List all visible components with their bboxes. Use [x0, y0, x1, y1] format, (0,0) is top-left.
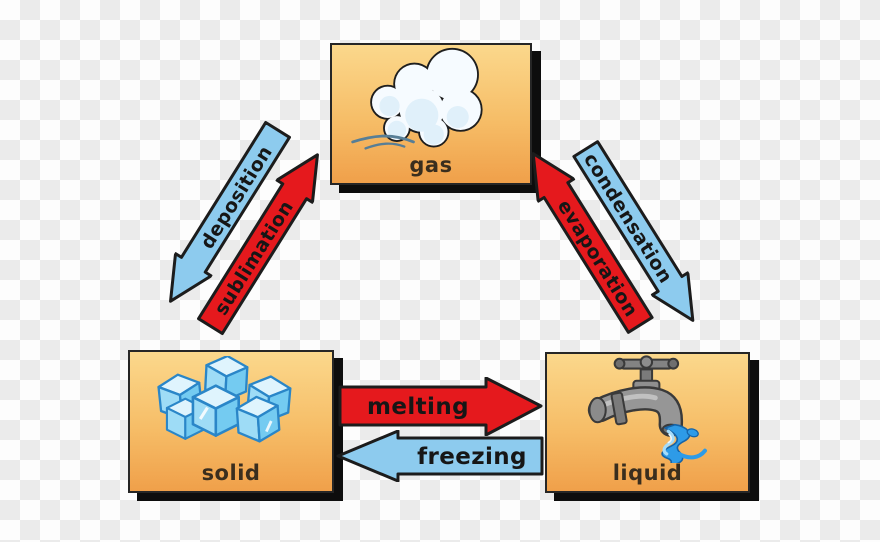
deposition-arrow-shape: [169, 120, 291, 303]
liquid-label: liquid: [612, 461, 683, 485]
solid-icon-area: [130, 352, 332, 463]
solid-gas-arrow-pair: deposition sublimation: [150, 116, 337, 341]
melting-arrow-shape: [338, 377, 543, 436]
freezing-arrow: freezing: [336, 430, 544, 482]
state-box-gas: gas: [330, 43, 532, 185]
gas-label: gas: [409, 153, 453, 177]
liquid-icon-area: [547, 353, 748, 463]
condensation-arrow-shape: [572, 140, 695, 322]
faucet-icon: [587, 355, 707, 463]
evaporation-arrow-shape: [531, 152, 654, 334]
faucet-handle: [613, 355, 679, 384]
cloud-shading: [379, 95, 469, 145]
faucet-body: [587, 386, 683, 437]
sublimation-arrow-shape: [197, 153, 319, 336]
cloud-icon: [351, 47, 483, 150]
state-box-liquid: liquid: [545, 352, 750, 493]
ice-cube-front-right: [235, 395, 281, 443]
gas-icon-area: [332, 45, 530, 155]
melting-arrow-label: melting: [367, 394, 469, 420]
solid-label: solid: [201, 461, 261, 485]
cloud-swoosh-lines: [351, 134, 415, 150]
freezing-arrow-label: freezing: [417, 444, 527, 470]
freezing-arrow-shape: [336, 430, 544, 482]
water-stream: [660, 423, 707, 463]
ice-cubes-icon: [157, 355, 292, 443]
state-box-solid: solid: [128, 350, 334, 493]
ice-cube-front-center: [191, 383, 240, 437]
melting-arrow: melting: [338, 377, 543, 436]
gas-liquid-arrow-pair: condensation evaporation: [519, 125, 706, 350]
